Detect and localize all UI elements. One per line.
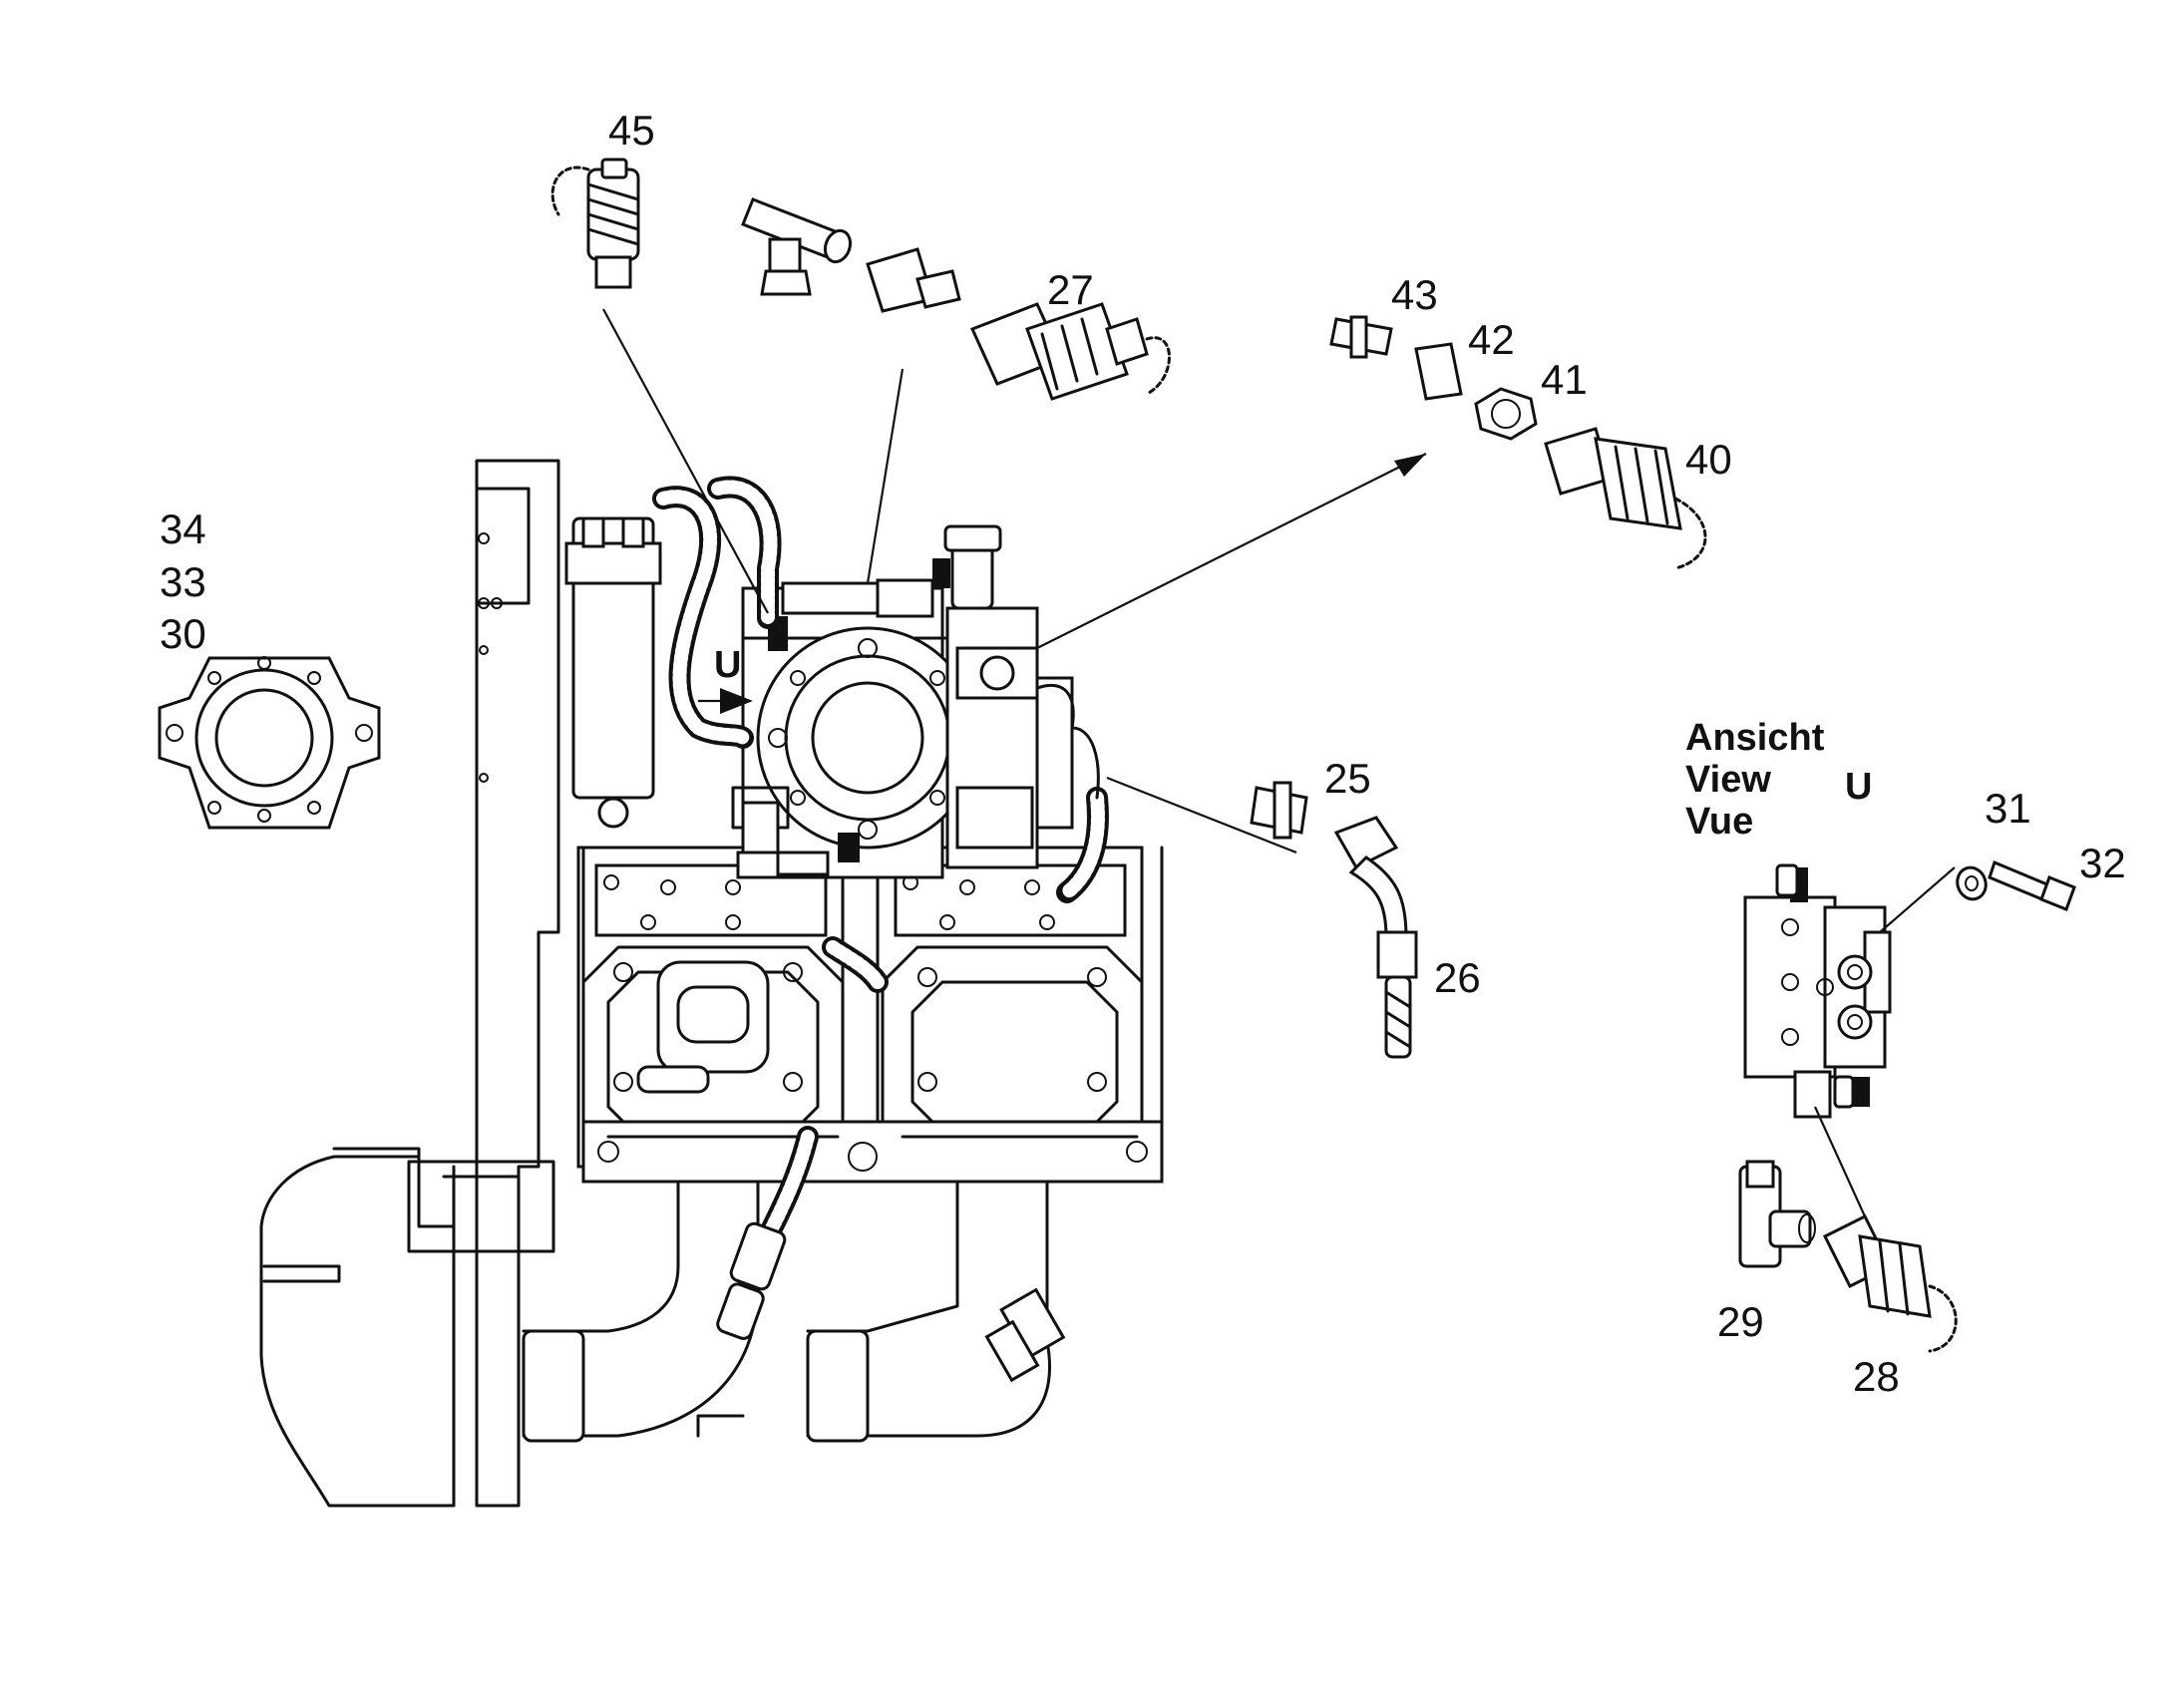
callout-26: 26	[1434, 954, 1481, 1001]
callout-43: 43	[1391, 271, 1438, 318]
view-u-control-block	[1743, 863, 1892, 1119]
callout-41: 41	[1541, 356, 1588, 403]
callout-27: 27	[1047, 266, 1094, 313]
callout-45: 45	[608, 107, 655, 154]
view-label-fr: Vue	[1685, 800, 1754, 843]
callout-42: 42	[1468, 316, 1515, 363]
callout-40: 40	[1685, 436, 1732, 483]
part-27-quick-coupling	[969, 302, 1171, 401]
part-30-flange-plate	[158, 656, 381, 830]
filter-cartridge	[564, 516, 662, 829]
callout-31: 31	[1985, 785, 2031, 832]
view-label: Ansicht View Vue	[1685, 717, 1825, 843]
callout-25: 25	[1324, 755, 1371, 802]
part-40-quick-coupling	[1544, 427, 1707, 570]
view-label-marker: U	[1845, 766, 1873, 808]
adapter-fitting	[866, 247, 961, 313]
outlet-pipes	[522, 1180, 1051, 1443]
part-29-tee	[1738, 1160, 1816, 1268]
callout-28: 28	[1853, 1353, 1900, 1400]
part-43-nipple	[1329, 315, 1393, 359]
callout-30: 30	[160, 610, 206, 657]
part-31-washer	[1956, 865, 1988, 901]
part-45-test-coupling	[550, 158, 640, 289]
callout-29: 29	[1717, 1298, 1764, 1345]
part-42-cutting-ring	[1414, 342, 1463, 401]
tee-fitting	[741, 197, 853, 296]
callout-33: 33	[160, 558, 206, 605]
pump-housing-left	[576, 846, 845, 1169]
callout-34: 34	[160, 506, 206, 552]
braided-hoses-main	[652, 476, 1109, 1340]
part-25-nipple	[1250, 781, 1308, 840]
part-28-quick-coupling	[1822, 1213, 1958, 1353]
relief-valve	[984, 1287, 1066, 1383]
view-arrow-marker: U	[714, 644, 742, 686]
view-label-en: View	[1685, 758, 1771, 801]
callout-32: 32	[2079, 840, 2126, 886]
view-direction-arrow	[698, 688, 753, 714]
lower-housing-left	[259, 1147, 456, 1508]
view-label-de: Ansicht	[1685, 717, 1825, 759]
pump-housing-right	[876, 846, 1144, 1169]
part-26-hose-elbow	[1333, 816, 1418, 1059]
control-block	[731, 524, 1074, 879]
part-32-bolt	[1988, 859, 2076, 911]
leader-lines	[602, 308, 1956, 1217]
part-41-union-nut	[1474, 387, 1538, 441]
mounting-base-plate	[581, 846, 1164, 1184]
